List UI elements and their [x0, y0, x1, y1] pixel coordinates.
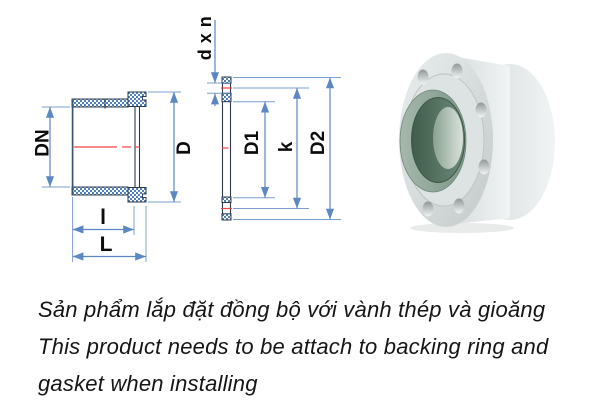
ring-hatch — [221, 196, 232, 203]
dim-label-bolt-holes: d x n — [195, 16, 215, 61]
pipe-top-wall — [71, 98, 129, 108]
dim-label-length: L — [100, 233, 113, 256]
pipe-bottom-wall — [71, 186, 129, 196]
dim-label-d1: D1 — [242, 130, 263, 155]
caption-line-english-2: gasket when installing — [38, 371, 258, 396]
bolt-hole-center-lines — [221, 87, 232, 210]
dim-label-k: k — [276, 141, 297, 152]
dim-label-insertion: l — [100, 206, 106, 229]
backing-ring-section-view: d x n D1 k D2 — [195, 16, 341, 221]
caption-block: Sản phẩm lắp đặt đồng bộ với vành thép v… — [38, 291, 598, 402]
dim-label-d2: D2 — [308, 131, 329, 155]
ring-hatch — [221, 92, 232, 103]
photo-shadow — [410, 223, 514, 233]
collar-top — [127, 91, 147, 107]
ring-hatch — [221, 76, 232, 84]
caption-line-english-1: This product needs to be attach to backi… — [38, 334, 549, 359]
flange-adapter-photo — [399, 53, 555, 233]
stub-end-section-view: DN D l L — [33, 91, 195, 262]
dim-label-dn: DN — [33, 129, 54, 156]
bore-highlight — [433, 107, 463, 169]
ring-hatch — [221, 213, 232, 221]
bolt-holes — [417, 63, 490, 217]
collar-bottom — [127, 187, 147, 203]
dim-label-d: D — [174, 141, 195, 155]
technical-diagram: DN D l L — [33, 16, 555, 262]
caption-line-vietnamese: Sản phẩm lắp đặt đồng bộ với vành thép v… — [38, 297, 546, 322]
